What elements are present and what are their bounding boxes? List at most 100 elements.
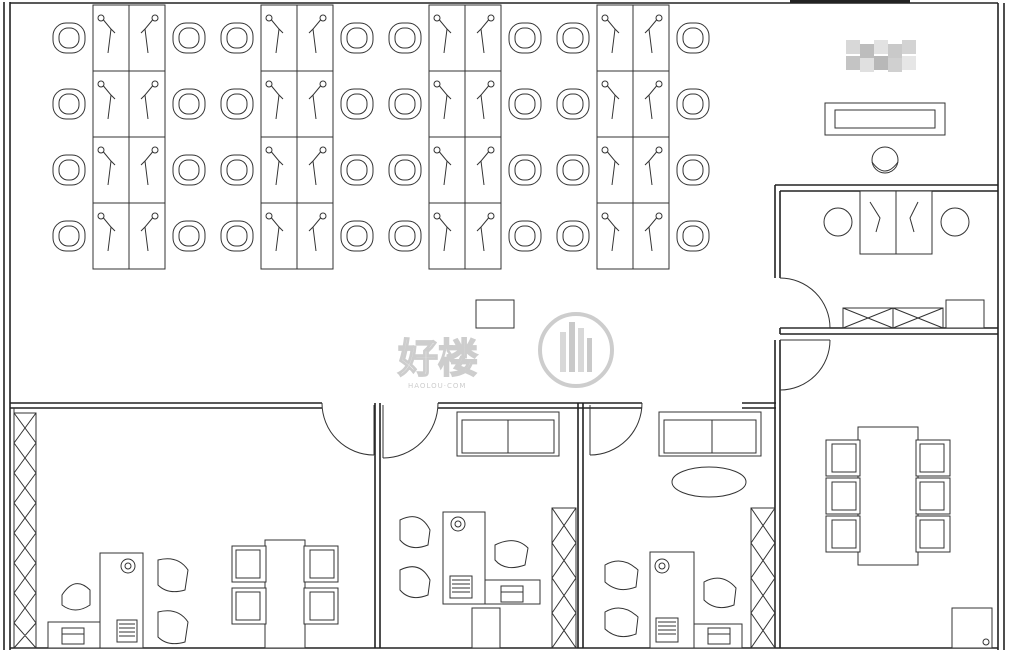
armchair-icon: [399, 516, 529, 599]
telephone-icon: [655, 617, 679, 643]
window-strip: [750, 507, 776, 649]
armchair-icon: [220, 88, 254, 120]
watermark-logo-icon: [538, 312, 614, 388]
storage-cabinet: [842, 299, 985, 329]
workstation-cluster: [388, 4, 542, 270]
desk-chair-icon: [265, 14, 284, 54]
workstation-cluster: [52, 4, 206, 270]
armchair-icon: [340, 22, 374, 54]
workstation-cluster: [220, 4, 374, 270]
armchair-icon: [556, 88, 590, 120]
desk-chair-icon: [644, 146, 663, 186]
door-swing-icon: [321, 277, 831, 459]
printer-icon: [500, 585, 524, 603]
armchair-icon: [676, 154, 710, 186]
armchair-icon: [676, 22, 710, 54]
armchair-icon: [52, 154, 86, 186]
armchair-icon: [823, 207, 970, 237]
armchair-icon: [556, 22, 590, 54]
desk-chair-icon: [825, 477, 861, 515]
armchair-icon: [388, 22, 422, 54]
desk-chair-icon: [601, 212, 620, 252]
printer-icon: [707, 627, 731, 645]
armchair-icon: [52, 220, 86, 252]
desk-chair-icon: [265, 80, 284, 120]
open-workstation-area: [52, 4, 710, 270]
desk-chair-icon: [915, 515, 951, 553]
armchair-icon: [172, 220, 206, 252]
desk-chair-icon: [303, 545, 339, 583]
watermark: 好楼 HAOLOU·COM: [396, 312, 614, 390]
meeting-room: [825, 426, 993, 649]
armchair-icon: [508, 22, 542, 54]
armchair-icon: [604, 560, 737, 638]
desk-chair-icon: [601, 14, 620, 54]
desk-chair-icon: [140, 146, 159, 186]
armchair-icon: [340, 220, 374, 252]
window-strip: [551, 507, 577, 649]
desk-chair-icon: [97, 146, 116, 186]
armchair-icon: [52, 88, 86, 120]
desk-chair-icon: [97, 14, 116, 54]
desk-chair-icon: [231, 587, 267, 625]
armchair-icon: [61, 558, 189, 645]
office-lower-left: [13, 412, 339, 649]
desk-chair-icon: [303, 587, 339, 625]
desk-chair-icon: [433, 146, 452, 186]
armchair-icon: [508, 154, 542, 186]
armchair-icon: [556, 220, 590, 252]
desk-chair-icon: [915, 439, 951, 477]
armchair-icon: [340, 88, 374, 120]
window-strip: [13, 412, 37, 649]
armchair-icon: [172, 88, 206, 120]
desk-chair-icon: [308, 80, 327, 120]
printer-icon: [61, 627, 85, 645]
desk-chair-icon: [140, 212, 159, 252]
desk-chair-icon: [644, 212, 663, 252]
desk-chair-icon: [140, 80, 159, 120]
desk-chair-icon: [869, 201, 919, 233]
armchair-icon: [220, 22, 254, 54]
watermark-brand: 好楼: [397, 336, 478, 382]
desk-chair-icon: [644, 80, 663, 120]
desk-chair-icon: [140, 14, 159, 54]
desk-chair-icon: [308, 14, 327, 54]
desk-chair-icon: [476, 80, 495, 120]
workstation-cluster: [556, 4, 710, 270]
desk-chair-icon: [433, 14, 452, 54]
desk-chair-icon: [433, 212, 452, 252]
desk-chair-icon: [433, 80, 452, 120]
armchair-icon: [172, 22, 206, 54]
desk-chair-icon: [231, 545, 267, 583]
office-lower-right: [604, 411, 776, 649]
desk-chair-icon: [97, 80, 116, 120]
reception-corner: [824, 40, 946, 174]
armchair-icon: [508, 220, 542, 252]
blurred-sign: [846, 40, 916, 72]
armchair-icon: [508, 88, 542, 120]
telephone-icon: [116, 619, 138, 643]
desk-chair-icon: [308, 146, 327, 186]
desk-chair-icon: [915, 477, 951, 515]
armchair-icon: [172, 154, 206, 186]
armchair-icon: [676, 88, 710, 120]
telephone-icon: [449, 575, 473, 599]
desk-chair-icon: [825, 439, 861, 477]
armchair-icon: [676, 220, 710, 252]
desk-lamp-icon: [120, 558, 136, 574]
desk-chair-icon: [476, 212, 495, 252]
desk-lamp-icon: [450, 516, 466, 532]
armchair-icon: [556, 154, 590, 186]
desk-chair-icon: [476, 14, 495, 54]
desk-chair-icon: [601, 80, 620, 120]
armchair-icon: [388, 88, 422, 120]
desk-chair-icon: [97, 212, 116, 252]
watermark-sub: HAOLOU·COM: [408, 382, 466, 390]
sofa-icon: [456, 411, 560, 457]
armchair-icon: [220, 154, 254, 186]
armchair-icon: [388, 220, 422, 252]
desk-chair-icon: [308, 212, 327, 252]
desk-chair-icon: [825, 515, 861, 553]
armchair-icon: [52, 22, 86, 54]
armchair-icon: [340, 154, 374, 186]
